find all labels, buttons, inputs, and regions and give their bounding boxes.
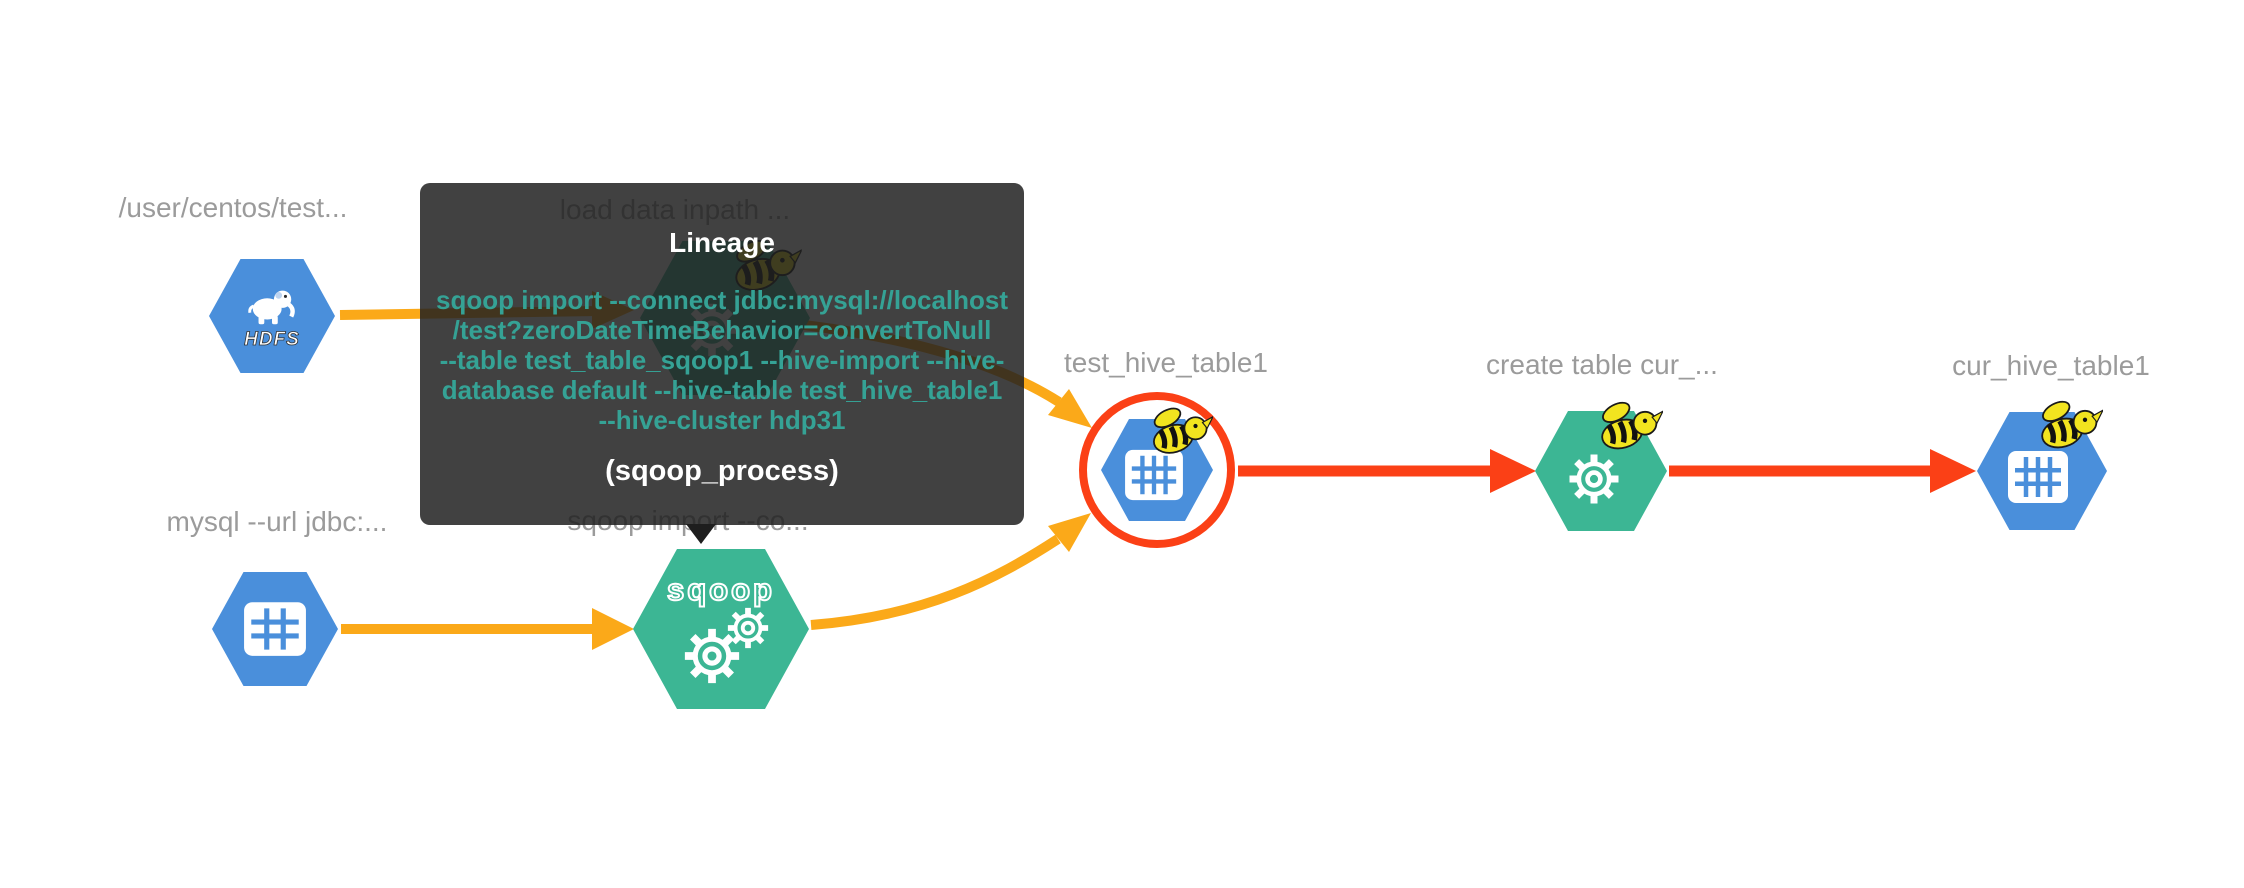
hdfs-icon-text: HDFS: [244, 329, 300, 351]
arrowhead-sqoop-to-testhive: [1048, 513, 1091, 552]
node-icon: [212, 572, 338, 686]
tooltip-command-line: --hive-cluster hdp31: [598, 405, 846, 435]
label-cur-hive-table: cur_hive_table1: [1952, 350, 2150, 381]
node-icon: sqoop: [633, 549, 809, 709]
arrowhead-mysql-to-sqoop: [592, 608, 634, 650]
hadoop-elephant-icon: [242, 281, 302, 331]
arrowhead-load-to-testhive: [1048, 389, 1092, 428]
node-icon: HDFS: [209, 259, 335, 373]
gear-icon: [1566, 451, 1622, 507]
node-create-process[interactable]: [1535, 411, 1667, 531]
gear-large-icon: [681, 625, 743, 687]
tooltip-caret-icon: [686, 524, 716, 544]
tooltip-command-line: /test?zeroDateTimeBehavior=convertToNull: [452, 315, 992, 345]
label-mysql-store: mysql --url jdbc:...: [166, 506, 388, 537]
tooltip-command-line: --table test_table_sqoop1 --hive-import …: [439, 345, 1005, 375]
tooltip-command: sqoop import --connect jdbc:mysql://loca…: [420, 285, 1024, 435]
node-sqoop-process[interactable]: sqoop: [633, 549, 809, 709]
node-cur-hive-table[interactable]: [1977, 412, 2107, 530]
label-hdfs-path: /user/centos/test...: [118, 192, 348, 223]
label-test-hive-table: test_hive_table1: [1064, 347, 1268, 378]
lineage-tooltip: Lineage sqoop import --connect jdbc:mysq…: [420, 183, 1024, 544]
arrowhead-create-to-curhive: [1930, 449, 1976, 493]
node-icon: [1101, 419, 1213, 521]
table-grid-icon: [1123, 448, 1185, 502]
tooltip-title: Lineage: [669, 227, 775, 258]
sqoop-logo-text: sqoop: [666, 572, 775, 607]
tooltip-type-label: (sqoop_process): [605, 455, 839, 487]
node-icon: [1977, 412, 2107, 530]
node-mysql-store[interactable]: [212, 572, 338, 686]
node-hdfs-path[interactable]: HDFS: [209, 259, 335, 373]
table-grid-icon: [242, 600, 308, 658]
label-create-process: create table cur_...: [1486, 349, 1718, 380]
table-grid-icon: [2006, 449, 2070, 505]
node-icon: [1535, 411, 1667, 531]
node-test-hive-table[interactable]: [1101, 419, 1213, 521]
arrowhead-testhive-to-create: [1490, 449, 1536, 493]
edge-sqoop-to-testhive: [810, 534, 1061, 630]
tooltip-command-line: sqoop import --connect jdbc:mysql://loca…: [435, 285, 1009, 315]
tooltip-command-line: database default --hive-table test_hive_…: [441, 375, 1003, 405]
